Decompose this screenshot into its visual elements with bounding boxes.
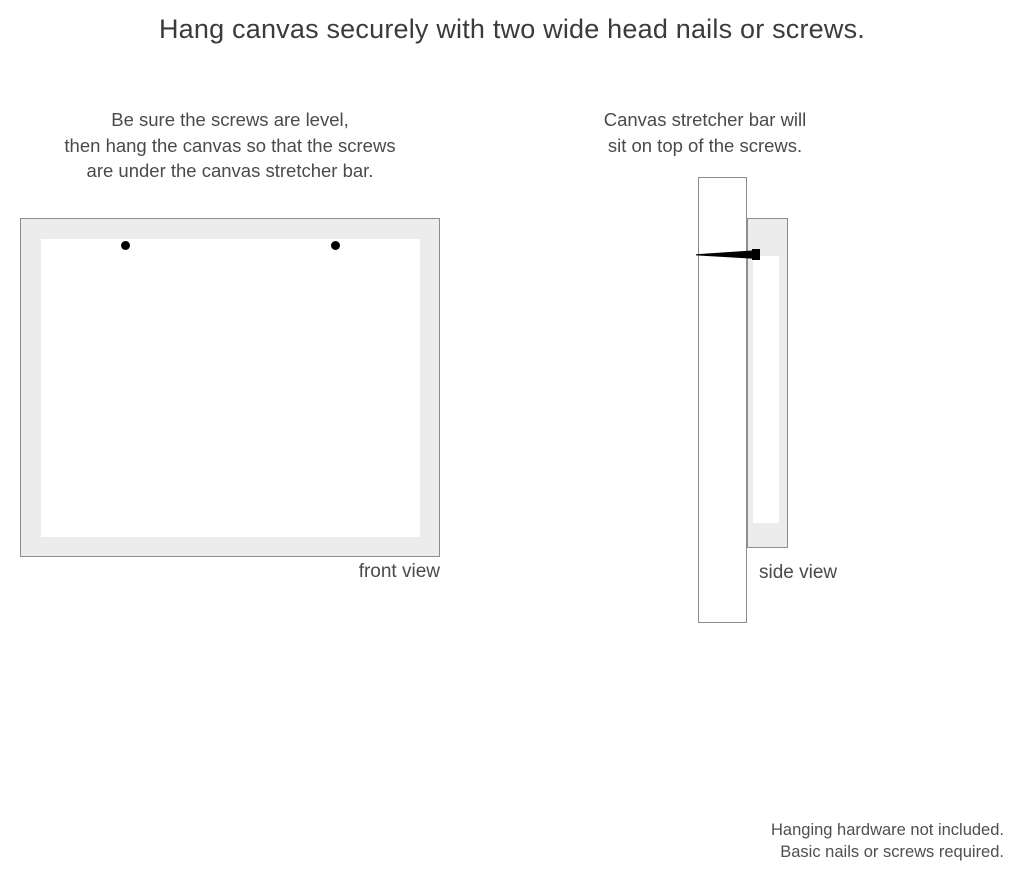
front-view-canvas-frame: [20, 218, 440, 557]
footer-note: Hanging hardware not included. Basic nai…: [771, 819, 1004, 863]
side-view-caption-line-1: Canvas stretcher bar will: [603, 109, 807, 130]
footer-line-2: Basic nails or screws required.: [780, 843, 1004, 861]
front-view-right-screw-icon: [331, 241, 340, 250]
front-view-canvas-face: [41, 239, 420, 537]
side-view-caption-line-2: sit on top of the screws.: [607, 134, 803, 156]
side-view-screw-icon: [696, 244, 764, 264]
front-view-caption-line-2: then hang the canvas so that the screws: [64, 134, 396, 156]
front-view-label: front view: [358, 561, 440, 582]
side-view-canvas-stretcher-bar: [747, 218, 788, 548]
side-view-wall: [698, 177, 747, 623]
front-view-caption: Be sure the screws are level, then hang …: [20, 107, 440, 184]
page-title: Hang canvas securely with two wide head …: [158, 14, 865, 44]
footer-line-1: Hanging hardware not included.: [771, 821, 1004, 839]
front-view-caption-line-3: are under the canvas stretcher bar.: [86, 160, 374, 181]
side-view-caption: Canvas stretcher bar will sit on top of …: [570, 107, 840, 158]
front-view-left-screw-icon: [121, 241, 130, 250]
front-view-caption-line-1: Be sure the screws are level,: [111, 109, 349, 130]
side-view-stretcher-bar-cavity: [753, 256, 779, 523]
side-view-label: side view: [759, 562, 838, 583]
